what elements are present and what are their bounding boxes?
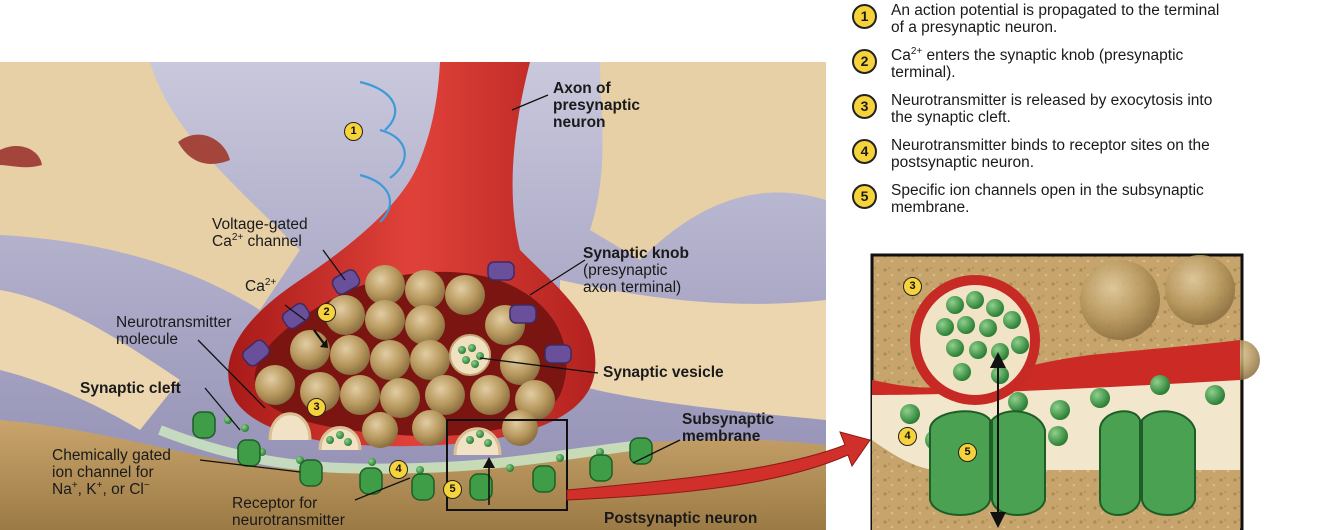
label-synaptic-knob: Synaptic knob (presynaptic axon terminal… (583, 245, 689, 296)
step-1: 1 An action potential is propagated to t… (848, 2, 1334, 36)
step-5-badge: 5 (852, 184, 877, 209)
action-potential-arrows (359, 80, 406, 223)
marker-5: 5 (443, 480, 462, 499)
step-5: 5 Specific ion channels open in the subs… (848, 182, 1334, 216)
marker-3: 3 (307, 398, 326, 417)
voltage-gated-channels (241, 261, 572, 367)
marker-4: 4 (389, 460, 408, 479)
step-list: 1 An action potential is propagated to t… (848, 2, 1334, 227)
marker-2: 2 (317, 303, 336, 322)
ion-flow-arrow-large-bottom (990, 512, 1006, 528)
step-3: 3 Neurotransmitter is released by exocyt… (848, 92, 1334, 126)
zoom-marker-5: 5 (958, 443, 977, 462)
main-illustration (0, 62, 826, 530)
zoom-detail-panel (870, 253, 1260, 530)
step-1-badge: 1 (852, 4, 877, 29)
synaptic-vesicle-filled (449, 334, 491, 376)
step-2: 2 Ca2+ enters the synaptic knob (presyna… (848, 47, 1334, 81)
leader-lines (197, 94, 681, 501)
label-axon: Axon of presynaptic neuron (553, 80, 641, 131)
ion-flow-arrow-small-head (483, 457, 495, 468)
ion-flow-arrow-large-top (990, 352, 1006, 368)
label-synaptic-cleft: Synaptic cleft (80, 380, 181, 397)
step-2-badge: 2 (852, 49, 877, 74)
step-3-badge: 3 (852, 94, 877, 119)
label-neurotransmitter-molecule: Neurotransmitter molecule (116, 314, 232, 348)
zoom-channels (929, 410, 1196, 516)
step-4: 4 Neurotransmitter binds to receptor sit… (848, 137, 1334, 171)
zoom-marker-3: 3 (903, 277, 922, 296)
neuron-branch-left-lower (0, 290, 180, 430)
label-subsynaptic-membrane: Subsynaptic membrane (682, 411, 775, 445)
marker-1: 1 (344, 122, 363, 141)
exocytosis-pockets (268, 412, 502, 456)
detail-box-marker (446, 419, 568, 511)
label-synaptic-vesicle: Synaptic vesicle (603, 364, 724, 381)
zoom-arrow (566, 431, 871, 501)
step-4-badge: 4 (852, 139, 877, 164)
neuron-branch-right (560, 280, 826, 420)
neuron-branch-left (0, 62, 300, 310)
ca-entry-arrow-head (320, 339, 328, 348)
knob-top-bump-2 (0, 145, 42, 168)
label-postsynaptic-neuron: Postsynaptic neuron (604, 510, 758, 527)
label-ca: Ca2+ (245, 277, 277, 296)
chemically-gated-channels (192, 411, 653, 501)
label-voltage-gated-channel: Voltage-gated Ca2+ channel (212, 216, 308, 250)
label-chemically-gated-channel: Chemically gated ion channel for Na+, K+… (52, 447, 171, 498)
neuron-branch-upper-right (590, 62, 826, 260)
label-receptor: Receptor for neurotransmitter (232, 495, 345, 529)
zoom-marker-4: 4 (898, 427, 917, 446)
knob-top-bump (178, 134, 230, 164)
synaptic-vesicle-cluster (255, 265, 555, 448)
